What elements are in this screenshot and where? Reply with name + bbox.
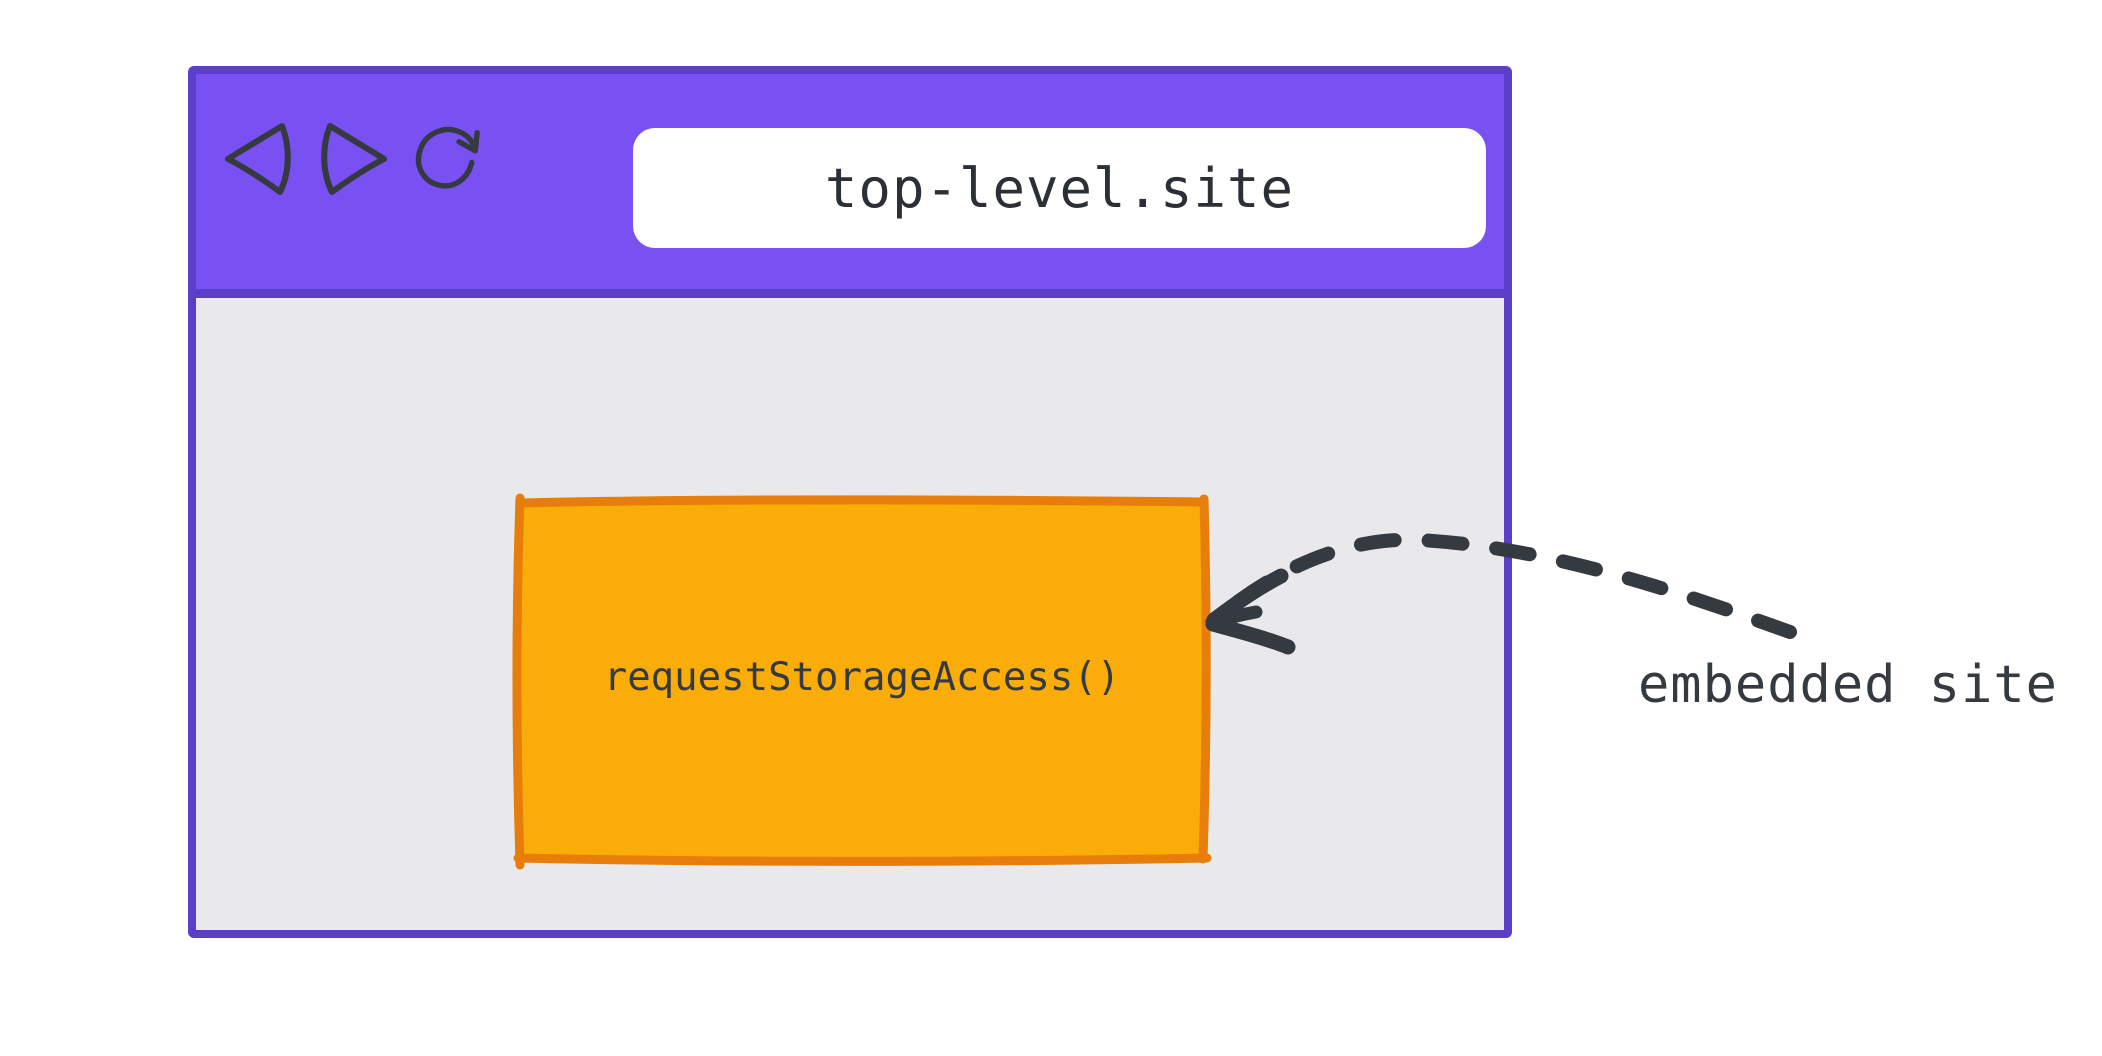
navigation-button-group [220, 118, 488, 198]
browser-window: top-level.site requestStorageAccess() [188, 66, 1512, 938]
browser-toolbar: top-level.site [196, 74, 1504, 298]
embedded-site-frame[interactable]: requestStorageAccess() [512, 493, 1212, 870]
triangle-right-icon[interactable] [316, 118, 392, 198]
browser-viewport: requestStorageAccess() [196, 307, 1504, 930]
url-bar[interactable]: top-level.site [633, 128, 1486, 248]
reload-icon[interactable] [412, 118, 488, 198]
embedded-frame-border [512, 493, 1212, 870]
triangle-left-icon[interactable] [220, 118, 296, 198]
embedded-site-caption: embedded site [1638, 655, 2058, 715]
url-text: top-level.site [824, 156, 1295, 220]
